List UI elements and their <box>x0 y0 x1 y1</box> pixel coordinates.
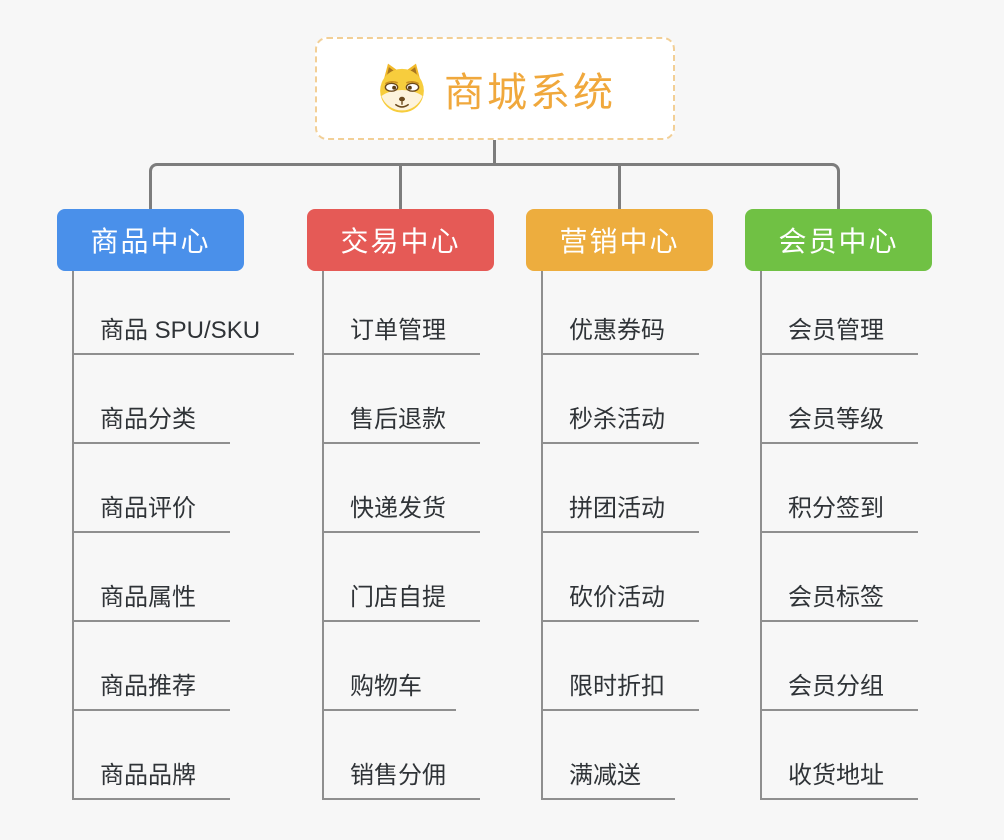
branch-node-member-center[interactable]: 会员中心 <box>745 209 932 271</box>
connector-drop-marketing <box>618 164 621 210</box>
topic-item[interactable]: 会员等级 <box>760 355 918 444</box>
topic-item[interactable]: 商品分类 <box>72 355 230 444</box>
topic-item[interactable]: 秒杀活动 <box>541 355 699 444</box>
topic-item[interactable]: 收货地址 <box>760 711 918 800</box>
branch-children-trade-center: 订单管理 售后退款 快递发货 门店自提 购物车 销售分佣 <box>322 271 480 800</box>
connector-root-stem <box>493 140 496 166</box>
topic-item[interactable]: 限时折扣 <box>541 622 699 711</box>
topic-item[interactable]: 售后退款 <box>322 355 480 444</box>
topic-item[interactable]: 商品推荐 <box>72 622 230 711</box>
topic-item[interactable]: 会员管理 <box>760 271 918 355</box>
topic-item[interactable]: 会员分组 <box>760 622 918 711</box>
topic-item[interactable]: 积分签到 <box>760 444 918 533</box>
topic-item[interactable]: 会员标签 <box>760 533 918 622</box>
connector-bus <box>158 163 831 166</box>
topic-item[interactable]: 砍价活动 <box>541 533 699 622</box>
topic-item[interactable]: 商品属性 <box>72 533 230 622</box>
topic-item[interactable]: 商品评价 <box>72 444 230 533</box>
branch-children-member-center: 会员管理 会员等级 积分签到 会员标签 会员分组 收货地址 <box>760 271 918 800</box>
branch-node-product-center[interactable]: 商品中心 <box>57 209 244 271</box>
root-topic[interactable]: 商城系统 <box>315 37 675 140</box>
root-topic-label: 商城系统 <box>444 70 616 115</box>
connector-drop-member <box>837 175 840 210</box>
topic-item[interactable]: 优惠券码 <box>541 271 699 355</box>
topic-item[interactable]: 订单管理 <box>322 271 480 355</box>
topic-item[interactable]: 快递发货 <box>322 444 480 533</box>
topic-item[interactable]: 购物车 <box>322 622 456 711</box>
connector-drop-product <box>149 175 152 210</box>
branch-node-marketing-center[interactable]: 营销中心 <box>526 209 713 271</box>
topic-item[interactable]: 满减送 <box>541 711 675 800</box>
topic-item[interactable]: 拼团活动 <box>541 444 699 533</box>
connector-corner-right <box>829 163 840 176</box>
branch-node-trade-center[interactable]: 交易中心 <box>307 209 494 271</box>
connector-drop-trade <box>399 164 402 210</box>
topic-item[interactable]: 商品 SPU/SKU <box>72 271 295 355</box>
topic-item[interactable]: 门店自提 <box>322 533 480 622</box>
branch-children-product-center: 商品 SPU/SKU 商品分类 商品评价 商品属性 商品推荐 商品品牌 <box>72 271 295 800</box>
doge-icon <box>380 63 424 113</box>
topic-item[interactable]: 商品品牌 <box>72 711 230 800</box>
topic-item[interactable]: 销售分佣 <box>322 711 480 800</box>
connector-corner-left <box>149 163 160 176</box>
branch-children-marketing-center: 优惠券码 秒杀活动 拼团活动 砍价活动 限时折扣 满减送 <box>541 271 699 800</box>
